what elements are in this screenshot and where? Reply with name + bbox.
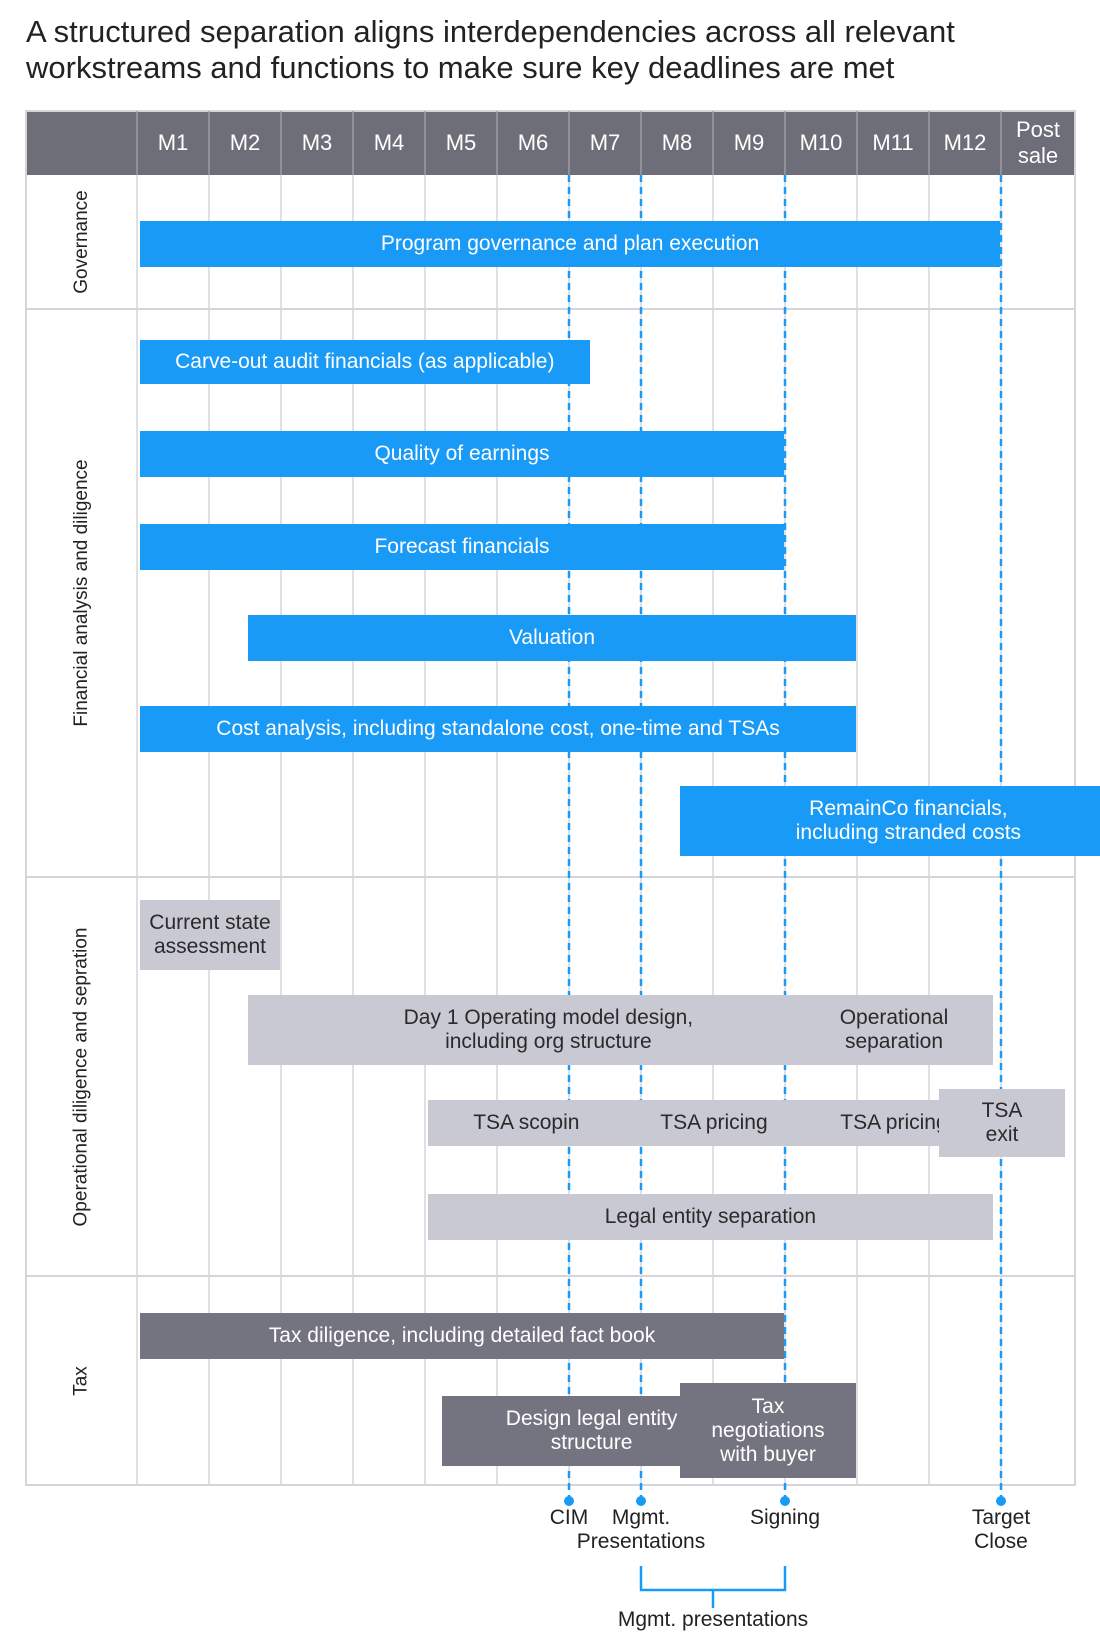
- month-header: M11: [872, 130, 914, 155]
- milestone-dot: [780, 1496, 790, 1506]
- row-label: Financial analysis and diligence: [70, 459, 92, 727]
- task-bar: Forecast financials: [140, 524, 784, 570]
- task-bar: Carve-out audit financials (as applicabl…: [140, 340, 590, 384]
- task-bar: Day 1 Operating model design, including …: [248, 995, 849, 1065]
- task-bar: Current state assessment: [140, 900, 280, 970]
- task-bar: Valuation: [248, 615, 856, 661]
- bracket-label: Mgmt. presentations: [617, 1608, 809, 1631]
- task-bar: Quality of earnings: [140, 431, 784, 477]
- header-band: [26, 111, 1075, 175]
- month-header: M3: [301, 130, 333, 155]
- month-header: M7: [589, 130, 621, 155]
- task-bar: Program governance and plan execution: [140, 221, 1000, 267]
- month-header: M12: [943, 130, 987, 155]
- milestone-label: Signing: [749, 1506, 821, 1529]
- milestone-dot: [564, 1496, 574, 1506]
- month-header: M1: [157, 130, 189, 155]
- milestone-dot: [996, 1496, 1006, 1506]
- task-bar: Tax negotiations with buyer: [680, 1383, 856, 1478]
- month-header: M5: [445, 130, 477, 155]
- task-bar: Operational separation: [795, 995, 993, 1065]
- milestone-dot: [636, 1496, 646, 1506]
- row-label: Tax: [70, 1365, 92, 1396]
- task-bar: Legal entity separation: [428, 1194, 993, 1240]
- month-header: M8: [661, 130, 693, 155]
- milestone-label: Mgmt. Presentations: [576, 1506, 706, 1553]
- task-bar: RemainCo financials, including stranded …: [680, 786, 1100, 856]
- milestone-label: CIM: [549, 1506, 589, 1529]
- month-header: M10: [799, 130, 843, 155]
- task-bar: Cost analysis, including standalone cost…: [140, 706, 856, 752]
- task-bar: Tax diligence, including detailed fact b…: [140, 1313, 784, 1359]
- chart-title: A structured separation aligns interdepe…: [26, 14, 955, 85]
- month-header: M9: [733, 130, 765, 155]
- month-header: M6: [517, 130, 549, 155]
- month-header: Post sale: [1015, 117, 1061, 168]
- row-label: Governance: [70, 190, 92, 294]
- month-header: M4: [373, 130, 405, 155]
- task-bar: TSA exit: [939, 1089, 1065, 1157]
- month-header: M2: [229, 130, 261, 155]
- row-label: Operational diligence and sepration: [70, 927, 92, 1226]
- milestone-label: Target Close: [971, 1506, 1031, 1553]
- presentations-bracket: [639, 1566, 787, 1592]
